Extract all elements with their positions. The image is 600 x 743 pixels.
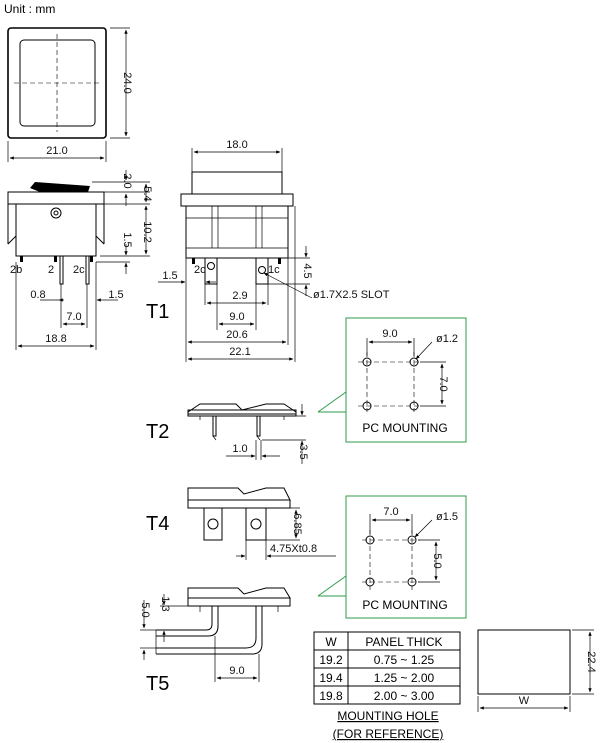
dim-side-10-2: 10.2 [141,221,153,242]
dim-t1-2-9: 2.9 [232,290,247,302]
dim-pc1-hole: ø1.2 [436,333,458,345]
table-cell: 2.00 ~ 3.00 [374,689,435,703]
dim-side-7-0: 7.0 [66,311,81,323]
t1-pin-2c: 2c [194,264,206,276]
dim-side-0-8: 0.8 [30,289,45,301]
dim-pc1-9-0: 9.0 [382,328,397,340]
table-header-w: W [325,635,337,649]
table-cell: 19.4 [319,671,343,685]
pin-label-2c: 2c [73,264,85,276]
dim-side-5-4: 5.4 [141,186,153,201]
dim-pc2-hole: ø1.5 [436,511,458,523]
mounting-table: W PANEL THICK 19.2 0.75 ~ 1.25 19.4 1.25… [313,631,461,741]
dim-front-height: 24.0 [121,72,133,93]
dim-pc1-7-0: 7.0 [437,376,449,391]
dim-pc2-7-0: 7.0 [383,506,398,518]
t5-label: T5 [146,673,169,695]
table-cell: 1.25 ~ 2.00 [374,671,435,685]
pin-label-2: 2 [48,264,54,276]
dim-t1-20-6: 20.6 [226,329,247,341]
pc-mounting-box-1: 9.0 ø1.2 7.0 PC MOUNTING [317,317,467,443]
t4-view: 6.85 4.75Xt0.8 T4 [146,487,336,560]
dim-side-1-5: 1.5 [121,232,133,247]
dim-t1-9-0: 9.0 [229,311,244,323]
dim-t2-3-5: 3.5 [297,444,309,459]
pc-mounting-box-2: 7.0 ø1.5 5.0 PC MOUNTING [317,495,467,619]
dim-t4-tab: 4.75Xt0.8 [270,543,317,555]
dim-side-18-8: 18.8 [45,333,66,345]
dim-t1-1-5: 1.5 [162,270,177,282]
dim-pc2-5-0: 5.0 [431,553,443,568]
t2-label: T2 [146,421,169,443]
t2-view: 1.0 3.5 T2 [146,403,309,464]
table-caption: MOUNTING HOLE [337,709,438,723]
dim-t4-6-85: 6.85 [291,513,303,534]
table-cell: 0.75 ~ 1.25 [374,653,435,667]
table-header-panel-thick: PANEL THICK [365,635,442,649]
t5-view: 5.0 1.3 9.0 T5 [139,587,291,695]
table-cell: 19.2 [319,653,343,667]
side-view: 2b 2 2c 2.0 5.4 1.5 10.2 0.8 1.5 7.0 18.… [7,170,153,350]
t1-pin-1c: 1c [268,264,280,276]
mounting-hole-view: 22.4 W [477,629,597,712]
t1-view: 18.0 2c 1c 4.5 ø1.7X2.5 SLOT [146,139,390,362]
t1-label: T1 [146,301,169,323]
dim-hole-width: W [519,695,530,707]
dim-top-18-0: 18.0 [226,139,247,151]
unit-label: Unit : mm [4,2,55,16]
dim-front-width: 21.0 [46,145,67,157]
dim-hole-height: 22.4 [585,651,597,672]
dim-t2-1-0: 1.0 [232,443,247,455]
dim-t5-9-0: 9.0 [229,665,244,677]
pc-mounting-label-1: PC MOUNTING [362,421,447,435]
dim-side-1-5b: 1.5 [108,289,123,301]
dim-side-2-0: 2.0 [121,173,133,188]
dim-t5-1-3: 1.3 [159,596,171,611]
front-view: 24.0 21.0 [7,27,133,162]
pc-mounting-label-2: PC MOUNTING [362,598,447,612]
table-cell: 19.8 [319,689,343,703]
dim-t1-slot: ø1.7X2.5 SLOT [313,289,390,301]
dim-t5-5-0: 5.0 [139,602,151,617]
t4-label: T4 [146,513,169,535]
dim-t1-4-5: 4.5 [301,263,313,278]
table-subcaption: (FOR REFERENCE) [333,727,444,741]
dim-t1-22-1: 22.1 [229,346,250,358]
